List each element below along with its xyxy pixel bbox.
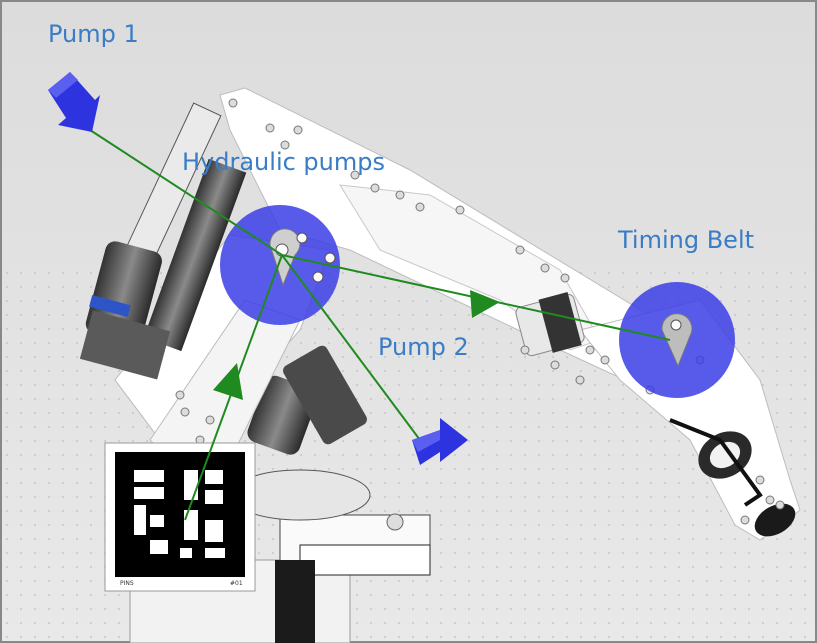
flow-arrowheads <box>213 290 500 400</box>
bolt-holes <box>175 98 785 525</box>
marker-left-text: PINS <box>120 580 134 587</box>
robot-base <box>129 469 431 643</box>
flow-arrow-right <box>470 290 500 318</box>
label-pump2: Pump 2 <box>378 333 469 361</box>
pump2-arrow-icon <box>412 418 468 465</box>
aruco-marker: PINS #01 <box>104 442 256 592</box>
marker-right-text: #01 <box>230 580 243 587</box>
linear-actuator <box>79 102 247 380</box>
label-hydraulic-pumps: Hydraulic pumps <box>182 148 385 176</box>
flow-arrow-up <box>213 363 243 400</box>
label-pump1: Pump 1 <box>48 20 139 48</box>
lower-actuator <box>247 345 367 455</box>
pump1-arrow-icon <box>48 72 100 132</box>
timing-belt-disc <box>619 282 735 398</box>
label-timing-belt: Timing Belt <box>617 226 754 254</box>
